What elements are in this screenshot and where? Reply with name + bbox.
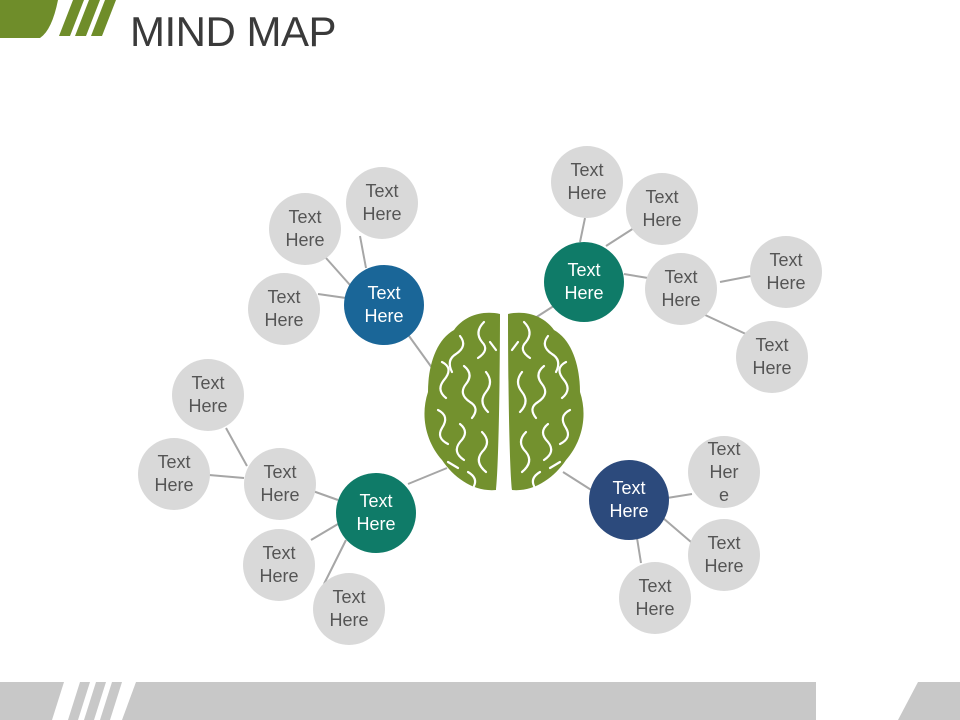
connector-line: [408, 335, 436, 373]
leaf-node[interactable]: Text Her e: [688, 436, 760, 508]
connector-line: [208, 474, 245, 479]
connector-line: [310, 523, 339, 541]
connector-line: [605, 227, 635, 247]
connector-line: [407, 467, 448, 485]
leaf-node[interactable]: Text Here: [619, 562, 691, 634]
header-accent-stripe: [75, 0, 100, 36]
leaf-node[interactable]: Text Here: [551, 146, 623, 218]
connector-line: [579, 217, 586, 243]
leaf-node[interactable]: Text Here: [626, 173, 698, 245]
leaf-node[interactable]: Text Here: [243, 529, 315, 601]
footer-bar: [122, 682, 816, 720]
header-accent-stripe: [91, 0, 116, 36]
footer-bar: [898, 682, 960, 720]
leaf-node[interactable]: Text Here: [269, 193, 341, 265]
leaf-node[interactable]: Text Here: [138, 438, 210, 510]
connector-line: [317, 293, 347, 299]
connector-line: [623, 273, 649, 279]
leaf-node[interactable]: Text Here: [736, 321, 808, 393]
header-accent-stripe: [59, 0, 84, 36]
hub-node-top-left[interactable]: Text Here: [344, 265, 424, 345]
hub-node-bottom-right[interactable]: Text Here: [589, 460, 669, 540]
connector-line: [702, 313, 749, 336]
header-accent-bar: [0, 0, 58, 38]
connector-line: [666, 493, 693, 499]
connector-line: [636, 537, 642, 564]
footer-stripe: [100, 682, 122, 720]
connector-line: [662, 517, 692, 543]
leaf-node[interactable]: Text Here: [244, 448, 316, 520]
brain-folds: [436, 320, 572, 488]
leaf-node[interactable]: Text Here: [248, 273, 320, 345]
hub-node-top-right[interactable]: Text Here: [544, 242, 624, 322]
connector-line: [323, 539, 347, 585]
leaf-node[interactable]: Text Here: [750, 236, 822, 308]
footer-stripe: [68, 682, 90, 720]
leaf-node[interactable]: Text Here: [645, 253, 717, 325]
page-title: MIND MAP: [130, 8, 337, 55]
connector-lines: [208, 217, 752, 585]
footer-bar: [0, 682, 64, 720]
leaf-node[interactable]: Text Here: [313, 573, 385, 645]
hub-node-bottom-left[interactable]: Text Here: [336, 473, 416, 553]
footer-stripe: [84, 682, 106, 720]
connector-line: [325, 257, 351, 286]
leaf-node[interactable]: Text Here: [172, 359, 244, 431]
footer-band: [0, 682, 960, 720]
connector-line: [225, 427, 248, 467]
connector-line: [359, 235, 367, 269]
leaf-node[interactable]: Text Here: [346, 167, 418, 239]
connector-line: [719, 275, 752, 283]
brain-icon: [424, 312, 584, 491]
leaf-node[interactable]: Text Here: [688, 519, 760, 591]
header-accent: [0, 0, 116, 38]
